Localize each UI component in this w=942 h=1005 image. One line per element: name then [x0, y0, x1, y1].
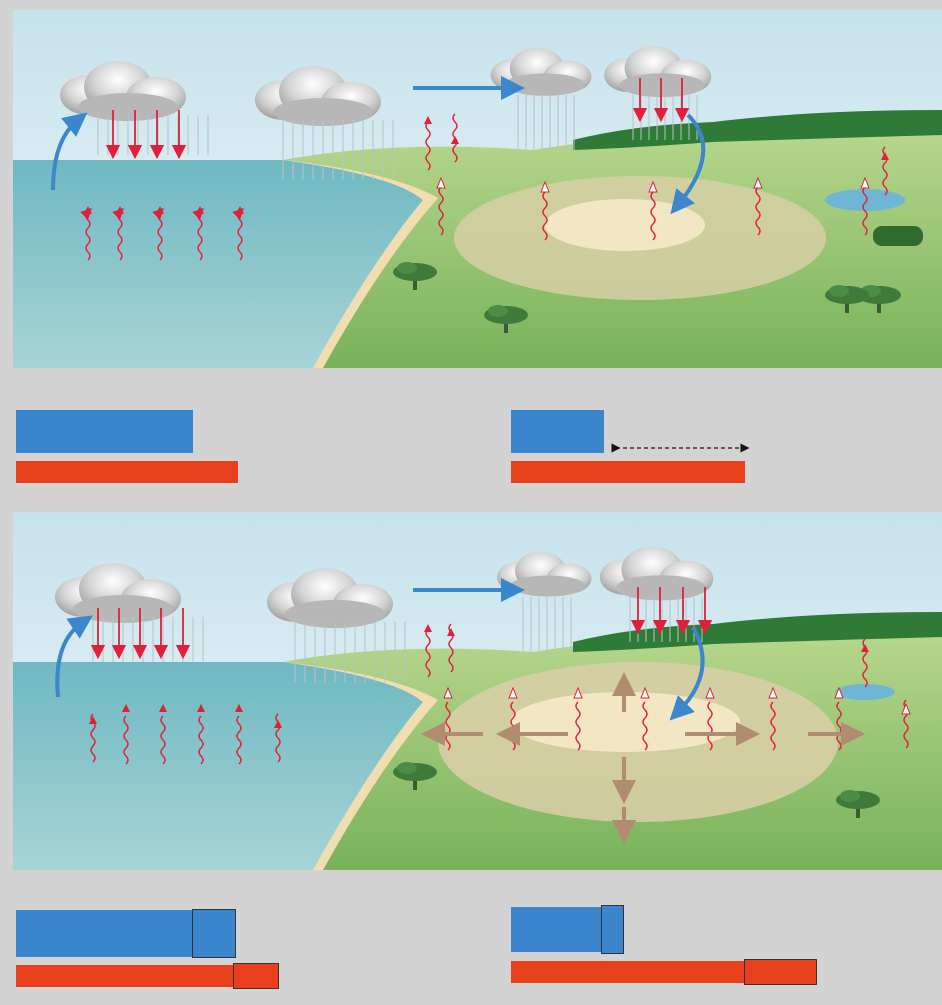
- precipitation-bar-land-bottom: [511, 907, 603, 952]
- ocean-evap-heads: [84, 206, 244, 214]
- sea: [13, 160, 423, 368]
- precipitation-increase-ocean: [192, 909, 236, 958]
- precipitation-arrows: [105, 78, 690, 160]
- forest: [573, 612, 942, 652]
- dry-zone-inner: [545, 199, 705, 251]
- transport-arrow-icon: [51, 112, 88, 191]
- evaporation-increase-ocean: [233, 963, 279, 989]
- cloud-coast: [267, 568, 406, 682]
- cloud-inland-1: [497, 551, 592, 652]
- precipitation-bar-ocean-top: [16, 410, 193, 453]
- rain-cloud-ocean: [60, 61, 209, 155]
- transport-arrow-icon: [670, 113, 706, 215]
- baseline-panel: [13, 10, 942, 368]
- evaporation-bar-land-top: [511, 461, 745, 483]
- rain-icon: [522, 597, 572, 652]
- rain-icon: [517, 95, 575, 150]
- intensified-panel: [13, 512, 942, 870]
- lake-icon: [835, 684, 895, 700]
- cloud-coast: [255, 66, 394, 180]
- precipitation-increase-land: [601, 905, 624, 954]
- dry-zone-expansion-arrows: [421, 672, 865, 844]
- evaporation-increase-land: [744, 959, 817, 985]
- ocean-evaporation: [89, 704, 282, 765]
- rain-icon: [282, 120, 394, 180]
- rain-icon: [294, 622, 406, 682]
- evaporation-bar-land-bottom: [511, 961, 746, 983]
- evaporation-bar-ocean-top: [16, 461, 238, 483]
- transport-arrow-icon: [55, 615, 93, 698]
- transport-arrows: [51, 76, 706, 215]
- precipitation-bar-ocean-bottom: [16, 910, 193, 957]
- transport-arrows: [55, 578, 705, 721]
- cloud-inland-1: [490, 47, 592, 150]
- transport-arrow-icon: [669, 626, 705, 721]
- evaporation-bar-ocean-bottom: [16, 965, 234, 987]
- land-evapotranspiration: [424, 113, 889, 241]
- sea: [13, 662, 423, 870]
- bush-icon: [873, 226, 923, 246]
- precipitation-arrows: [90, 587, 713, 660]
- precipitation-bar-land-top: [511, 410, 604, 453]
- rain-icon: [97, 115, 209, 155]
- deficit-arrow-icon: [611, 443, 750, 453]
- lake-icon: [825, 189, 905, 211]
- land-evapotranspiration: [424, 623, 911, 751]
